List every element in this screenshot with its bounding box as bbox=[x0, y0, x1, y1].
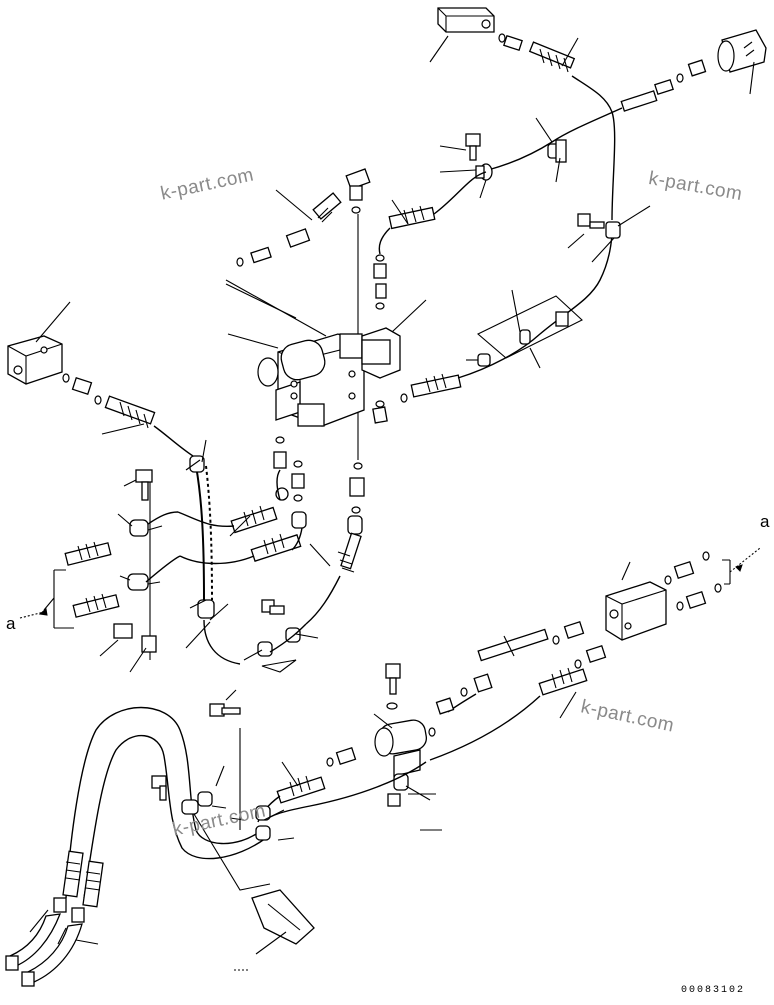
lower-clamp-group bbox=[151, 703, 271, 841]
right-clamp-bolt bbox=[577, 213, 621, 239]
left-side-hose-ends bbox=[64, 541, 120, 618]
left-hose-end bbox=[104, 395, 156, 429]
center-down-hose-end bbox=[337, 532, 362, 573]
lower-solenoid bbox=[374, 719, 428, 777]
right-side-hose-end bbox=[400, 373, 462, 403]
top-hose-end bbox=[528, 41, 576, 73]
lower-right-hose-ends bbox=[473, 628, 588, 696]
reference-letter-a-left: a bbox=[6, 614, 16, 633]
center-hose-end bbox=[388, 205, 436, 230]
left-upper-hose bbox=[285, 192, 342, 248]
top-junction-block bbox=[437, 7, 495, 33]
right-upper-fittings bbox=[620, 59, 707, 112]
right-block-fittings bbox=[552, 551, 722, 669]
upper-bolt bbox=[465, 133, 481, 161]
drawing-code: 00083102 bbox=[681, 985, 746, 996]
right-clamp-group bbox=[477, 295, 583, 367]
lower-bolt bbox=[385, 663, 401, 695]
top-right-valve-cap bbox=[717, 29, 767, 73]
reference-letter-a-right: a bbox=[760, 512, 770, 531]
top-fitting bbox=[498, 33, 523, 52]
upper-clamp bbox=[547, 139, 567, 163]
lower-center-clamps bbox=[257, 599, 301, 657]
lower-left-hose-end bbox=[276, 775, 326, 804]
upper-left-elbow-fitting bbox=[345, 168, 371, 201]
left-junction-block bbox=[7, 335, 63, 385]
solenoid-valve-assembly bbox=[257, 327, 401, 427]
lower-bracket-plate bbox=[251, 889, 315, 945]
center-lower-hose-ends bbox=[230, 505, 302, 562]
flexible-conduit-hose bbox=[189, 455, 215, 619]
right-junction-block bbox=[605, 581, 667, 641]
lower-left-hose-ends bbox=[5, 850, 104, 987]
left-upper-fittings bbox=[236, 246, 272, 267]
left-clamp-stack bbox=[113, 469, 157, 653]
